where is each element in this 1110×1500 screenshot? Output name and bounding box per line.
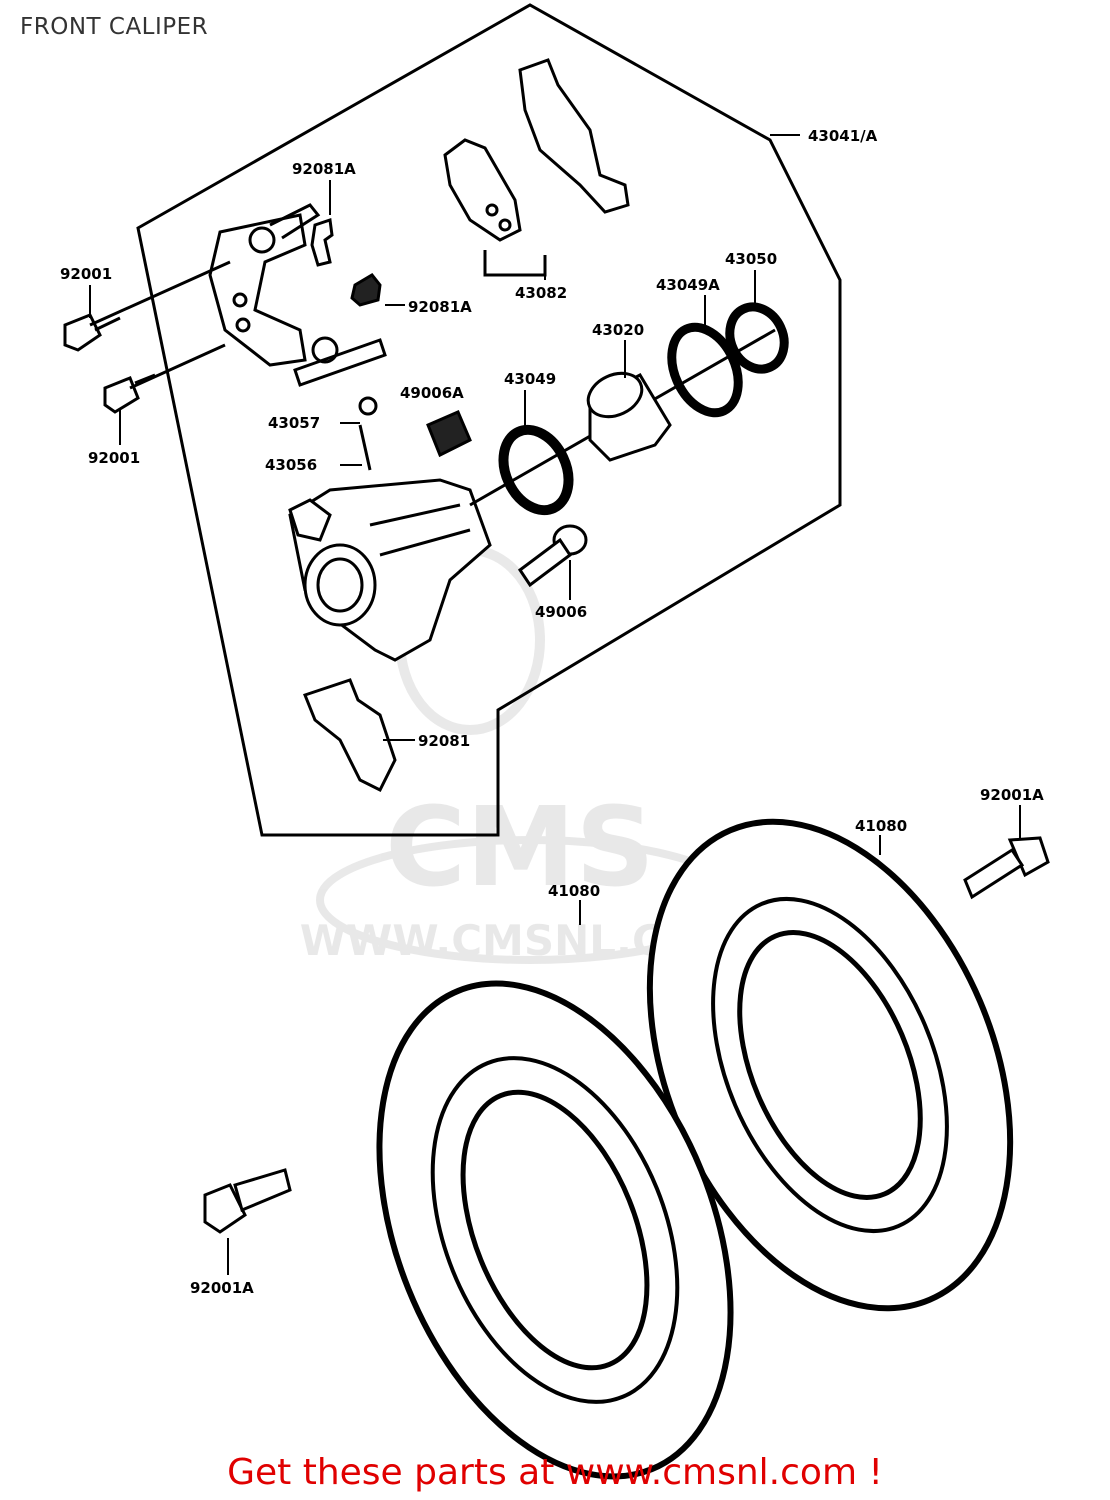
caliper-body <box>288 478 492 662</box>
label-43050[interactable]: 43050 <box>725 250 777 268</box>
bleed-cap <box>426 410 472 458</box>
label-92001a-left[interactable]: 92001A <box>190 1279 254 1297</box>
brake-disc-right <box>646 818 1014 1312</box>
seal-outer <box>725 302 789 374</box>
label-41080-left[interactable]: 41080 <box>548 882 600 900</box>
label-92001-upper[interactable]: 92001 <box>60 265 112 283</box>
caliper-bracket <box>208 203 387 387</box>
seal-inner <box>667 322 743 418</box>
bolt-upper <box>63 260 231 352</box>
label-49006[interactable]: 49006 <box>535 603 587 621</box>
label-43041[interactable]: 43041/A <box>808 127 878 145</box>
watermark-brand: CMS <box>385 783 654 911</box>
bleed-bolt <box>517 524 588 588</box>
label-43049a[interactable]: 43049A <box>656 276 720 294</box>
label-43056[interactable]: 43056 <box>265 456 317 474</box>
disc-bolt-left <box>203 1168 292 1234</box>
pad-spring-top <box>310 218 334 267</box>
leader-lines <box>89 134 1021 1275</box>
label-43057[interactable]: 43057 <box>268 414 320 432</box>
footer-link[interactable]: Get these parts at www.cmsnl.com ! <box>227 1452 883 1493</box>
brake-pads <box>443 58 630 277</box>
label-92001a-right[interactable]: 92001A <box>980 786 1044 804</box>
label-43049[interactable]: 43049 <box>504 370 556 388</box>
brake-disc-left <box>376 980 734 1480</box>
label-92081a-top[interactable]: 92081A <box>292 160 356 178</box>
label-49006a[interactable]: 49006A <box>400 384 464 402</box>
page-title: FRONT CALIPER <box>20 14 209 40</box>
piston-seal <box>498 424 574 516</box>
label-92001-lower[interactable]: 92001 <box>88 449 140 467</box>
bolt-lower <box>103 343 226 414</box>
label-43020[interactable]: 43020 <box>592 321 644 339</box>
label-43082[interactable]: 43082 <box>515 284 567 302</box>
piston <box>586 371 672 462</box>
pad-spring-mid <box>350 273 382 307</box>
disc-bolt-right <box>963 836 1050 900</box>
label-92081[interactable]: 92081 <box>418 732 470 750</box>
label-41080-right[interactable]: 41080 <box>855 817 907 835</box>
bleed-valve <box>358 396 378 471</box>
label-92081a-mid[interactable]: 92081A <box>408 298 472 316</box>
caliper-assembly-outline <box>136 3 842 837</box>
pad-spring-bottom <box>303 678 397 793</box>
